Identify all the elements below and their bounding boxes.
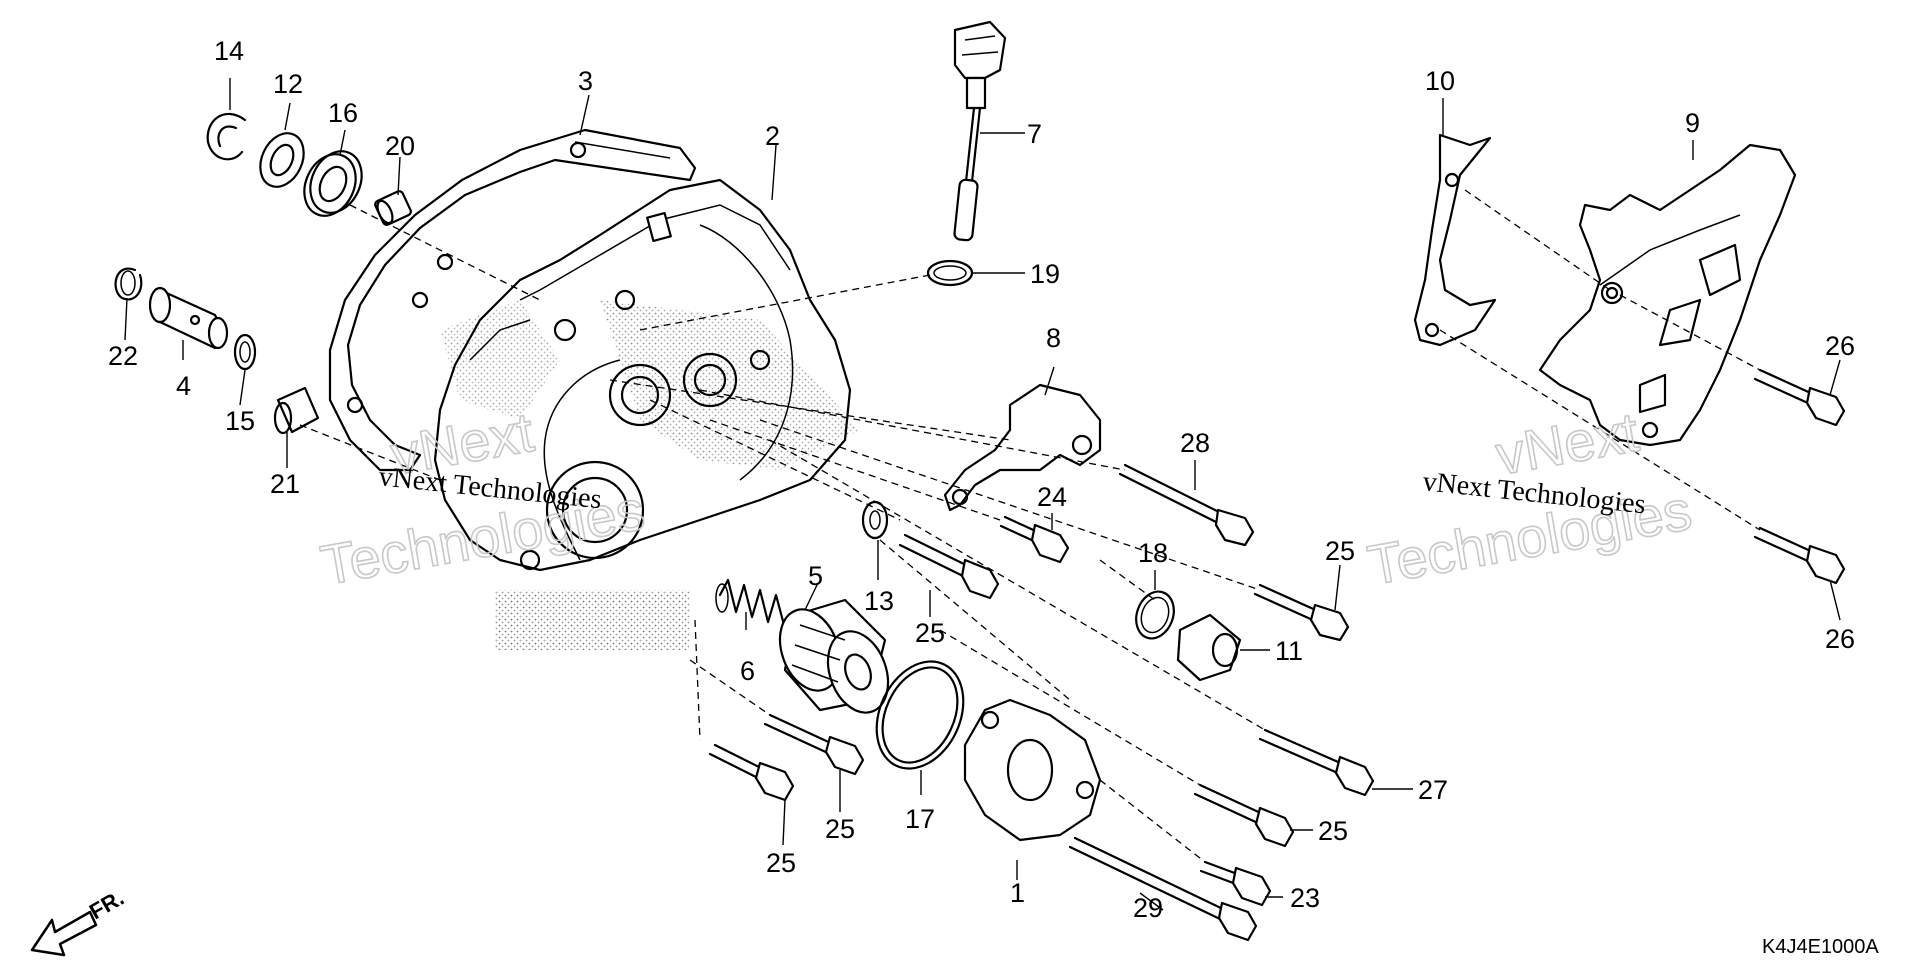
callout-5: 5: [808, 561, 823, 591]
crankcase-cover-part-2: [433, 178, 852, 572]
o-ring-part-17: [875, 660, 965, 770]
bolt-part-25-bottom: [708, 743, 795, 802]
bolt-part-29: [1068, 836, 1258, 942]
callout-18: 18: [1138, 538, 1168, 568]
bolt-part-26-upper: [1753, 368, 1846, 427]
callout-7: 7: [1027, 119, 1042, 149]
callout-15: 15: [225, 406, 255, 436]
callout-9: 9: [1685, 108, 1700, 138]
sprocket-cover-part-9: [1538, 143, 1797, 447]
callout-16: 16: [328, 98, 358, 128]
bolt-part-27: [1258, 728, 1375, 797]
shaft-part-4: [148, 286, 229, 350]
bracket-part-8: [943, 383, 1102, 512]
washer-part-12: [259, 132, 305, 188]
callout-13: 13: [864, 586, 894, 616]
front-arrow-icon: [30, 910, 98, 957]
bolt-part-28: [1118, 463, 1255, 547]
gasket-part-3: [328, 128, 697, 472]
watermark-left: vNext Technologies vNext Technologies: [315, 399, 649, 598]
callout-12: 12: [273, 69, 303, 99]
callout-25-lower-right: 25: [1318, 816, 1348, 846]
callout-4: 4: [176, 371, 191, 401]
oil-seal-part-16: [303, 150, 363, 217]
callout-8: 8: [1046, 323, 1061, 353]
bolt-part-24: [999, 515, 1070, 564]
callout-23: 23: [1290, 883, 1320, 913]
bolt-part-26-lower: [1753, 526, 1846, 585]
spring-part-6: [715, 578, 786, 627]
callout-11: 11: [1275, 636, 1303, 666]
callout-14: 14: [214, 36, 244, 66]
bolt-part-25-lower-left: [763, 713, 865, 776]
watermark-big-line1: vNext: [1491, 400, 1643, 487]
callout-17: 17: [905, 804, 935, 834]
bolt-part-25-upper: [898, 533, 1000, 600]
callout-21: 21: [270, 469, 300, 499]
leader-lines: [124, 78, 1841, 911]
bolt-part-25-lower-right: [1193, 783, 1295, 848]
callout-25-lower: 25: [825, 814, 855, 844]
callout-29: 29: [1133, 893, 1163, 923]
shading-area: [440, 300, 560, 420]
o-ring-part-19: [926, 259, 974, 287]
circlip-part-14: [206, 113, 247, 161]
dowel-pin-part-20: [374, 190, 412, 226]
assembly-lines: [299, 189, 1761, 863]
shading-area: [495, 590, 690, 650]
callout-labels: 1 2 3 4 5 6 7 8 9 10 11 12 13 14 15 16 1…: [108, 36, 1855, 923]
callout-25-bottom: 25: [766, 848, 796, 878]
dowel-part-21: [273, 386, 320, 435]
callout-24: 24: [1037, 482, 1067, 512]
callout-6: 6: [740, 656, 755, 686]
filter-cover-part-1: [963, 698, 1102, 842]
gasket-part-10: [1413, 133, 1497, 347]
front-direction-indicator: FR.: [30, 885, 128, 957]
diagram-code: K4J4E1000A: [1762, 936, 1879, 958]
callout-3: 3: [578, 66, 593, 96]
callout-25-upper: 25: [915, 618, 945, 648]
oil-dipstick-part-7: [953, 20, 1007, 242]
drain-plug-part-11: [1176, 613, 1242, 682]
washer-part-13: [861, 500, 889, 540]
callout-19: 19: [1030, 259, 1060, 289]
callout-27: 27: [1418, 775, 1448, 805]
shading-area: [600, 300, 860, 470]
callout-20: 20: [385, 131, 415, 161]
bolt-part-25-right: [1253, 583, 1350, 642]
bolt-part-23: [1199, 860, 1272, 907]
circlip-part-22: [114, 267, 143, 301]
callout-10: 10: [1425, 66, 1455, 96]
callout-26-lower: 26: [1825, 624, 1855, 654]
callout-26-upper: 26: [1825, 331, 1855, 361]
o-ring-part-18: [1135, 590, 1175, 640]
callout-1: 1: [1010, 878, 1025, 908]
washer-part-15: [233, 333, 257, 371]
callout-28: 28: [1180, 428, 1210, 458]
callout-25-right: 25: [1325, 536, 1355, 566]
oil-filter-part-5: [778, 598, 890, 714]
callout-22: 22: [108, 341, 138, 371]
callout-2: 2: [765, 121, 780, 151]
